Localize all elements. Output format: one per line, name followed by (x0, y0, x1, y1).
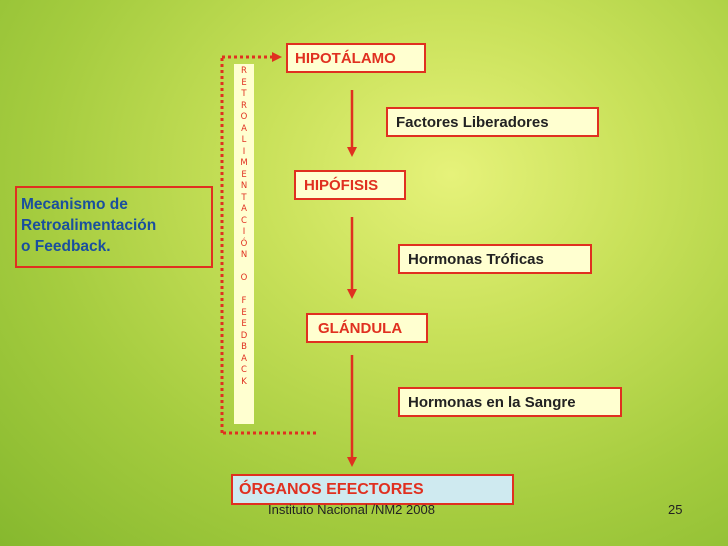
vertical-letter: F (241, 296, 247, 306)
vertical-letter: I (242, 227, 246, 237)
vertical-letter: T (241, 192, 247, 203)
vertical-letter: E (241, 169, 247, 180)
vertical-letter: Ó (240, 238, 248, 249)
slide-number: 25 (668, 502, 683, 517)
vertical-letter: M (240, 158, 248, 168)
hipotalamo-label: HIPOTÁLAMO (295, 49, 396, 67)
vertical-letter: B (241, 342, 247, 352)
hipofisis-box: HIPÓFISIS (294, 170, 406, 200)
vertical-letter: A (241, 353, 247, 364)
hormonas-sangre-label: Hormonas en la Sangre (408, 393, 576, 411)
organos-efectores-box: ÓRGANOS EFECTORES (231, 474, 514, 505)
vertical-letter: C (241, 215, 247, 226)
hipofisis-label: HIPÓFISIS (304, 176, 379, 194)
mecanismo-feedback-box: Mecanismo de Retroalimentación o Feedbac… (15, 186, 213, 268)
factores-liberadores-box: Factores Liberadores (386, 107, 599, 137)
vertical-letter: E (241, 319, 247, 329)
vertical-letter (243, 262, 246, 274)
vertical-letter: A (241, 123, 247, 134)
vertical-letter: N (240, 181, 248, 191)
vertical-letter: T (241, 89, 247, 99)
glandula-box: GLÁNDULA (306, 313, 428, 343)
hormonas-sangre-box: Hormonas en la Sangre (398, 387, 622, 417)
mecanismo-line-3: o Feedback. (21, 238, 111, 255)
vertical-letter: R (241, 66, 247, 76)
organos-efectores-label: ÓRGANOS EFECTORES (239, 480, 424, 498)
hormonas-troficas-box: Hormonas Tróficas (398, 244, 592, 274)
glandula-label: GLÁNDULA (318, 319, 403, 337)
hormonas-troficas-label: Hormonas Tróficas (408, 250, 544, 268)
vertical-letter: N (240, 250, 248, 260)
vertical-letter: L (241, 135, 247, 145)
vertical-letter: E (241, 77, 247, 88)
vertical-letter: A (241, 204, 247, 214)
vertical-letter: O (240, 273, 248, 283)
vertical-letter: C (241, 365, 247, 375)
mecanismo-line-1: Mecanismo de (21, 196, 128, 213)
vertical-letter (243, 285, 246, 297)
vertical-letter: D (240, 330, 248, 341)
vertical-letter: O (240, 112, 248, 122)
hipotalamo-box: HIPOTÁLAMO (286, 43, 426, 73)
vertical-letter: K (241, 376, 247, 387)
footer-institution: Instituto Nacional /NM2 2008 (268, 502, 435, 517)
mecanismo-line-2: Retroalimentación (21, 217, 157, 234)
factores-liberadores-label: Factores Liberadores (396, 113, 549, 131)
vertical-letter: E (241, 307, 247, 318)
vertical-letter: I (242, 146, 246, 157)
vertical-letter: R (241, 100, 247, 111)
